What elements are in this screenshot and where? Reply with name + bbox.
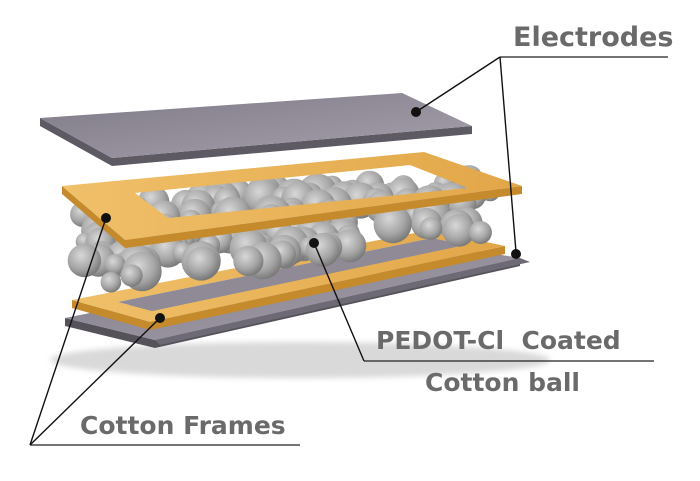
electrodes-leader-bottom: [499, 56, 517, 253]
electrodes-dot-bottom: [511, 249, 521, 259]
cotton-puff: [120, 264, 143, 287]
cotton-puff: [468, 221, 492, 244]
cotton-puff: [100, 271, 122, 293]
coating-dot: [309, 238, 319, 248]
cotton-puff: [233, 245, 264, 277]
cotton-puff: [442, 214, 476, 247]
label-coating-line2: Cotton ball: [425, 368, 580, 397]
frames-leader-top: [29, 217, 107, 446]
device-shadow: [50, 342, 550, 378]
cotton-puff: [373, 205, 412, 244]
cotton-puff: [333, 229, 367, 263]
label-coating-line1: PEDOT-Cl Coated: [376, 326, 621, 355]
cotton-puff: [305, 232, 340, 267]
frames-dot-bottom: [155, 313, 165, 323]
electrodes-dot-top: [411, 107, 421, 117]
cotton-puff: [419, 217, 443, 240]
top-electrode: [40, 93, 472, 166]
frames-dot-top: [101, 213, 111, 223]
cotton-puff: [104, 254, 126, 275]
cotton-puff: [185, 246, 219, 280]
label-electrodes: Electrodes: [513, 22, 674, 53]
label-cotton-frames: Cotton Frames: [80, 411, 286, 440]
leader-lines: [29, 56, 668, 446]
electrodes-leader-top: [415, 56, 501, 113]
frames-leader-bottom: [29, 317, 161, 446]
coating-leader: [313, 242, 365, 362]
cotton-puff: [67, 243, 102, 278]
top-cotton-frame: [62, 152, 522, 248]
